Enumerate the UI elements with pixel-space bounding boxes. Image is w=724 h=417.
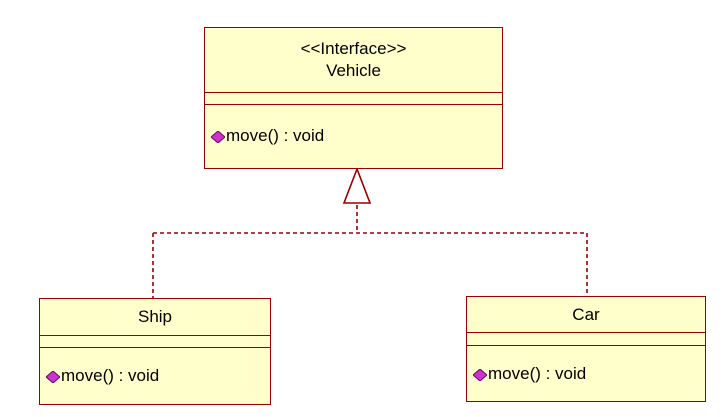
car-class-box[interactable]: Car move() : void	[466, 296, 706, 402]
class-name: Car	[572, 304, 600, 324]
operation-signature: move() : void	[226, 126, 325, 145]
divider	[205, 92, 502, 93]
vehicle-interface-box[interactable]: <<Interface>> Vehicle move() : void	[204, 27, 503, 169]
operation-signature: move() : void	[488, 364, 587, 383]
operation-row[interactable]: move() : void	[46, 365, 159, 387]
interface-name: Vehicle	[326, 61, 381, 80]
class-name: Ship	[137, 307, 173, 326]
public-operation-icon	[46, 371, 60, 383]
divider	[467, 332, 705, 333]
realization-connector	[152, 205, 588, 298]
realization-arrowhead	[342, 166, 372, 204]
operation-row[interactable]: move() : void	[211, 125, 324, 147]
public-operation-icon	[473, 369, 487, 381]
ship-class-box[interactable]: Ship move() : void	[39, 298, 271, 405]
divider	[40, 347, 270, 348]
operation-signature: move() : void	[61, 366, 160, 385]
interface-stereotype: <<Interface>>	[300, 39, 407, 58]
car-name-compartment: Car	[467, 297, 705, 332]
operation-row[interactable]: move() : void	[473, 363, 586, 385]
divider	[40, 335, 270, 336]
public-operation-icon	[211, 131, 225, 143]
vehicle-name-compartment: <<Interface>> Vehicle	[205, 28, 502, 92]
divider	[205, 104, 502, 105]
divider	[467, 345, 705, 346]
ship-name-compartment: Ship	[40, 299, 270, 335]
